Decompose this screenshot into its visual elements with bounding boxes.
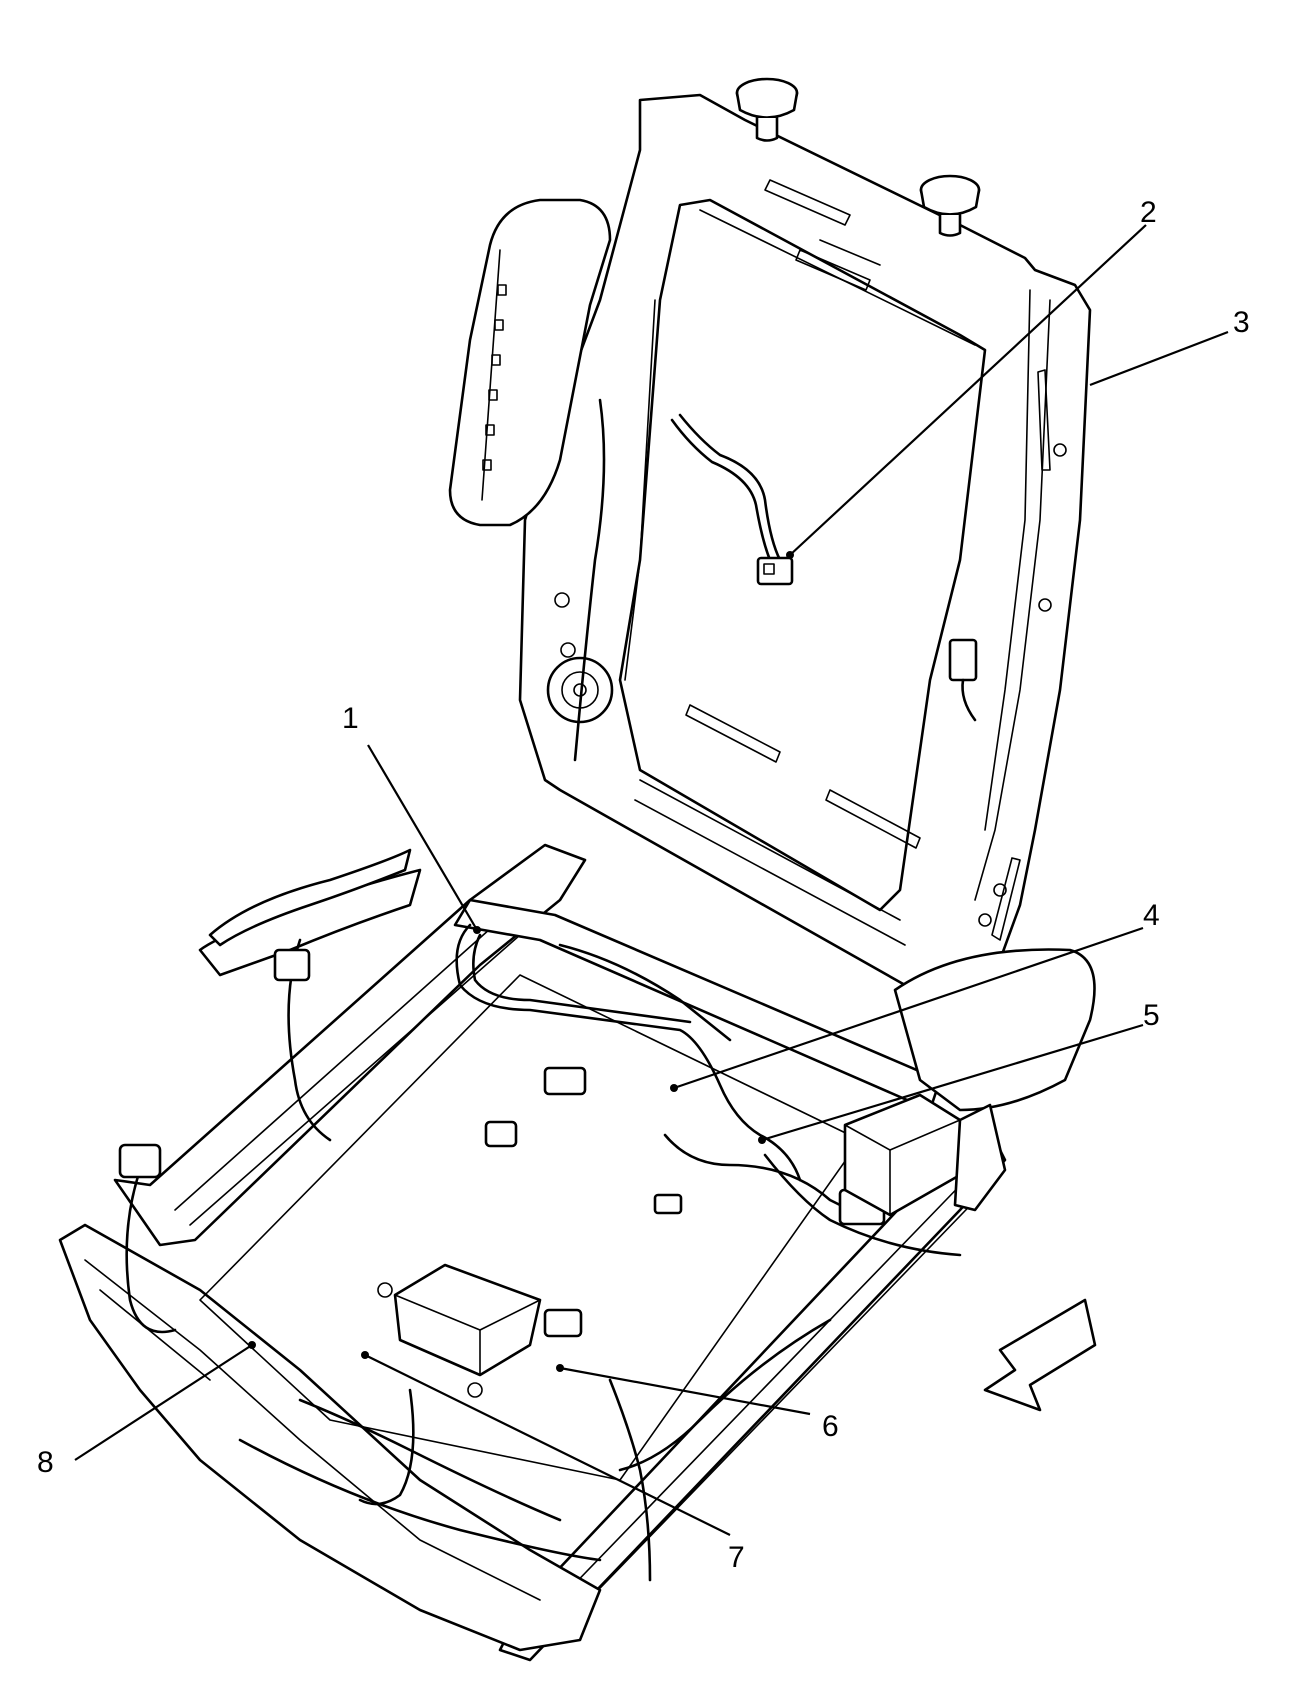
callout-3: 3 xyxy=(1233,306,1250,339)
leader-3 xyxy=(1089,330,1229,387)
leader-1 xyxy=(367,744,478,931)
seat-back-frame xyxy=(518,93,1092,1002)
leader-6 xyxy=(559,1366,811,1416)
callout-4: 4 xyxy=(1143,899,1160,932)
front-direction-arrow-icon xyxy=(983,1298,1097,1412)
callout-labels: 1 2 3 4 5 6 7 8 xyxy=(37,196,1250,1574)
adjuster-lever xyxy=(208,848,412,947)
belt-buckle-module xyxy=(843,1093,1007,1217)
callout-8: 8 xyxy=(37,1446,54,1479)
callout-7: 7 xyxy=(728,1541,745,1574)
callout-2: 2 xyxy=(1140,196,1157,229)
callout-1: 1 xyxy=(342,702,359,735)
seat-back-harness xyxy=(573,398,978,762)
leader-7 xyxy=(364,1354,731,1536)
headrest-guide-right xyxy=(919,174,981,237)
leader-2 xyxy=(789,224,1147,556)
leader-8 xyxy=(74,1344,253,1461)
leader-5 xyxy=(761,1023,1144,1142)
callout-5: 5 xyxy=(1143,999,1160,1032)
headrest-guide-left xyxy=(735,77,799,142)
callout-6: 6 xyxy=(822,1410,839,1443)
control-module xyxy=(377,1263,542,1398)
leader-4 xyxy=(673,926,1144,1090)
seat-wiring-harness xyxy=(118,923,962,1582)
callout-leaders xyxy=(74,224,1229,1536)
seat-cushion-frame xyxy=(58,843,1096,1662)
side-airbag-module xyxy=(448,198,612,527)
